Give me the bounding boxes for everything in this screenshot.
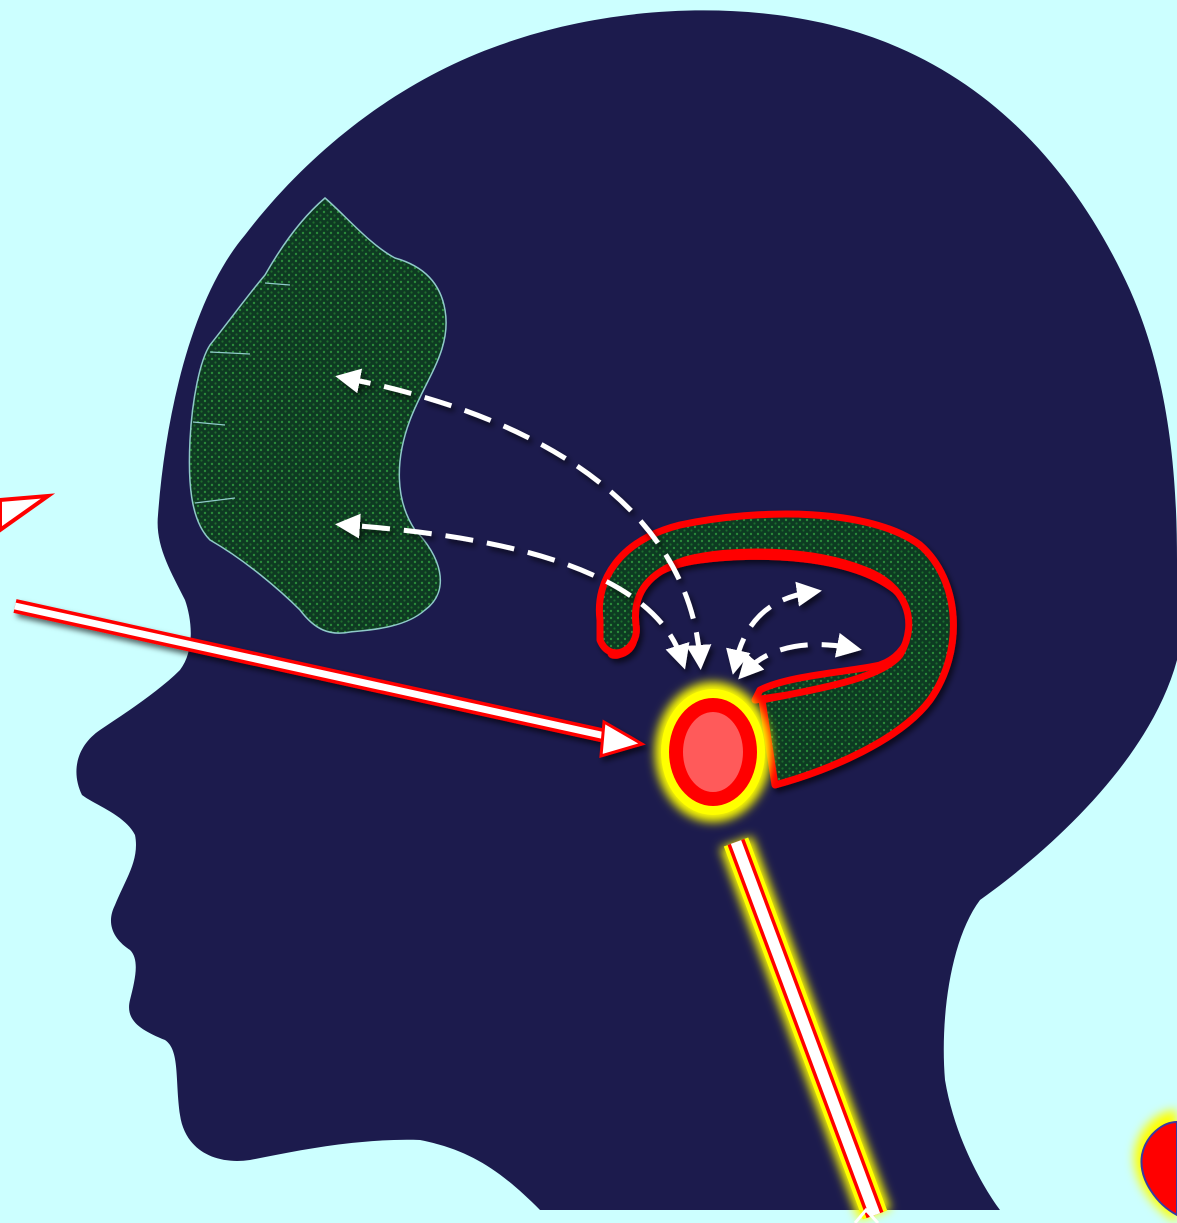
central-nucleus xyxy=(655,682,771,822)
heart-icon xyxy=(1134,1110,1177,1223)
triangle-pointer-icon xyxy=(0,496,48,530)
